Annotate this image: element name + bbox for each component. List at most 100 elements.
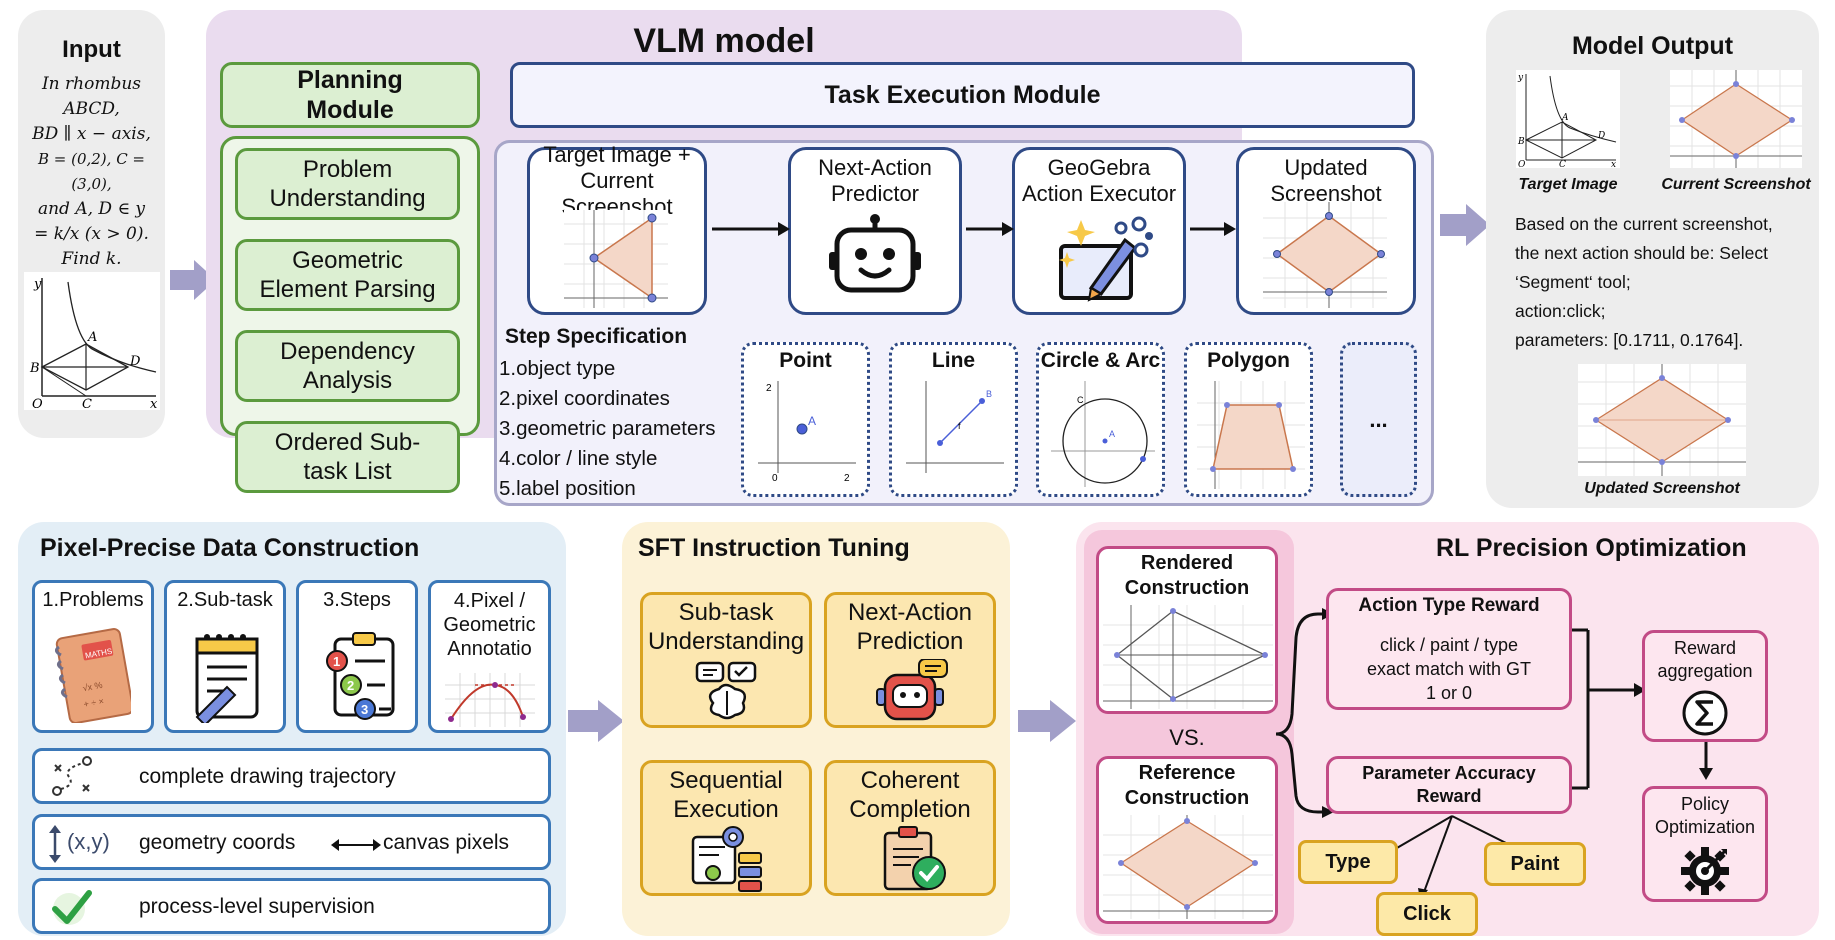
task-execution-title: Task Execution Module — [510, 62, 1415, 128]
sft-item-label: Next-Action Prediction — [847, 599, 973, 655]
svg-text:+ ÷ ×: + ÷ × — [83, 696, 105, 709]
arrow-pixel-to-sft — [568, 700, 624, 742]
pipeline-geogebra-action-executor: GeoGebra Action Executor — [1012, 147, 1186, 315]
policy-optimization-box: Policy Optimization — [1642, 786, 1768, 902]
pipeline-label: GeoGebra Action Executor — [1021, 155, 1177, 206]
svg-text:A: A — [808, 414, 816, 428]
pipeline-target-and-screenshot: Target Image + Current Screenshot — [527, 142, 707, 315]
step-spec-item: 1.object type — [499, 357, 616, 380]
arrow-vlm-to-output — [1440, 204, 1490, 246]
arrow-input-to-vlm — [170, 260, 216, 300]
sft-item-sequential-execution: Sequential Execution — [640, 760, 812, 896]
svg-text:C: C — [82, 397, 92, 410]
svg-text:D: D — [129, 354, 141, 369]
step-spec-item: 5.label position — [499, 477, 636, 500]
sft-item-next-action-prediction: Next-Action Prediction — [824, 592, 996, 728]
parameter-accuracy-reward-box: Parameter Accuracy Reward — [1326, 756, 1572, 814]
sft-item-label: Sequential Execution — [669, 767, 783, 823]
problem-line: Find k. — [61, 249, 122, 269]
svg-text:O: O — [1518, 160, 1526, 168]
sft-item-coherent-completion: Coherent Completion — [824, 760, 996, 896]
pixel-row-supervision: process-level supervision — [32, 878, 551, 934]
input-panel: Input In rhombus ABCD, BD ∥ x − axis, B … — [18, 10, 165, 438]
robot-chat-icon — [876, 659, 948, 721]
object-type-label: Circle & Arc — [1040, 349, 1161, 372]
tag-type: Type — [1298, 840, 1398, 884]
input-title: Input — [62, 36, 121, 63]
check-icon — [52, 890, 92, 925]
action-reward-line: exact match with GT — [1366, 659, 1532, 679]
step-spec-item: 2.pixel coordinates — [499, 387, 670, 410]
arrow-aggregation-to-policy — [1699, 742, 1713, 780]
pipeline-arrows — [712, 222, 1236, 236]
svg-text:B: B — [1517, 137, 1525, 147]
rendered-construction-box: Rendered Construction — [1096, 546, 1278, 714]
problem-line: In rhombus ABCD, — [41, 74, 142, 119]
svg-text:A: A — [1561, 113, 1569, 123]
object-type-circle-arc: Circle & Arc A C — [1036, 342, 1165, 497]
problem-line: B = (0,2), C = (3,0), — [37, 150, 146, 193]
action-type-reward-text: click / paint / type exact match with GT… — [1329, 633, 1569, 705]
flowchart-gear-icon — [691, 826, 762, 892]
action-reward-line: click / paint / type — [1379, 635, 1519, 655]
drawing-tablet-icon — [1059, 216, 1153, 302]
policy-optimization-label: Policy Optimization — [1654, 794, 1756, 837]
clipboard-check-icon — [883, 826, 946, 891]
svg-text:√x %: √x % — [82, 680, 103, 693]
pipeline-updated-screenshot: Updated Screenshot — [1236, 147, 1416, 315]
svg-text:C: C — [1559, 160, 1566, 168]
sigma-icon — [1682, 690, 1728, 736]
svg-text:D: D — [1597, 131, 1605, 141]
rendered-construction-label: Rendered Construction — [1124, 552, 1250, 599]
step-spec-item: 4.color / line style — [499, 447, 658, 470]
svg-text:B: B — [986, 389, 992, 399]
svg-text:2: 2 — [844, 473, 850, 484]
problem-text: In rhombus ABCD, BD ∥ x − axis, B = (0,2… — [18, 72, 165, 272]
pixel-card-label: 2.Sub-task — [177, 589, 273, 611]
circle-mini-graph: A C — [1051, 381, 1155, 487]
pixel-card-annotation: 4.Pixel / Geometric Annotatio — [428, 580, 551, 733]
pixel-row-label: process-level supervision — [139, 895, 375, 918]
action-type-reward-title: Action Type Reward — [1358, 595, 1540, 616]
planning-item-ordered-sub-task-list: Ordered Sub-task List — [235, 421, 460, 493]
output-text-line: parameters: [0.1711, 0.1764]. — [1515, 330, 1744, 350]
tag-paint: Paint — [1484, 842, 1586, 886]
svg-text:A: A — [87, 330, 97, 345]
coordinate-icon — [49, 825, 61, 863]
target-mini-graph — [564, 210, 668, 308]
svg-text:f: f — [958, 421, 961, 431]
svg-text:A: A — [1109, 429, 1115, 439]
coordinate-label: (x,y) — [67, 829, 110, 854]
problem-line: = k/x (x > 0). — [34, 224, 149, 244]
object-type-polygon: Polygon — [1184, 342, 1313, 497]
step-spec-item: 3.geometric parameters — [499, 417, 716, 440]
pixel-card-label: 3.Steps — [323, 589, 391, 611]
polygon-mini-graph — [1197, 381, 1305, 489]
svg-text:x: x — [1611, 160, 1616, 168]
sft-item-label: Sub-task Understanding — [647, 599, 805, 655]
pipeline-label: Target Image + Current Screenshot — [543, 142, 691, 219]
output-text-line: action:click; — [1515, 301, 1606, 321]
pipeline-label: Updated Screenshot — [1270, 155, 1382, 206]
updated-mini-graph — [1263, 202, 1387, 308]
pipeline-next-action-predictor: Next-Action Predictor — [788, 147, 962, 315]
step-spec-title: Step Specification — [505, 325, 688, 348]
pixel-row-label-right: canvas pixels — [383, 831, 510, 854]
trajectory-icon — [52, 756, 92, 796]
brain-chat-icon — [695, 661, 757, 720]
reference-construction-graph — [1103, 815, 1273, 919]
planning-item-problem-understanding: Problem Understanding — [235, 148, 460, 220]
svg-text:2: 2 — [766, 383, 772, 394]
svg-text:y: y — [33, 277, 42, 292]
arrow-sft-to-rl — [1018, 700, 1076, 742]
svg-text:O: O — [32, 397, 43, 410]
vs-label: VS. — [1169, 725, 1205, 750]
planning-module-title: Planning Module — [220, 62, 480, 128]
svg-text:y: y — [1517, 73, 1524, 83]
reference-construction-label: Reference Construction — [1124, 762, 1250, 809]
line-mini-graph: Bf — [906, 381, 1004, 473]
